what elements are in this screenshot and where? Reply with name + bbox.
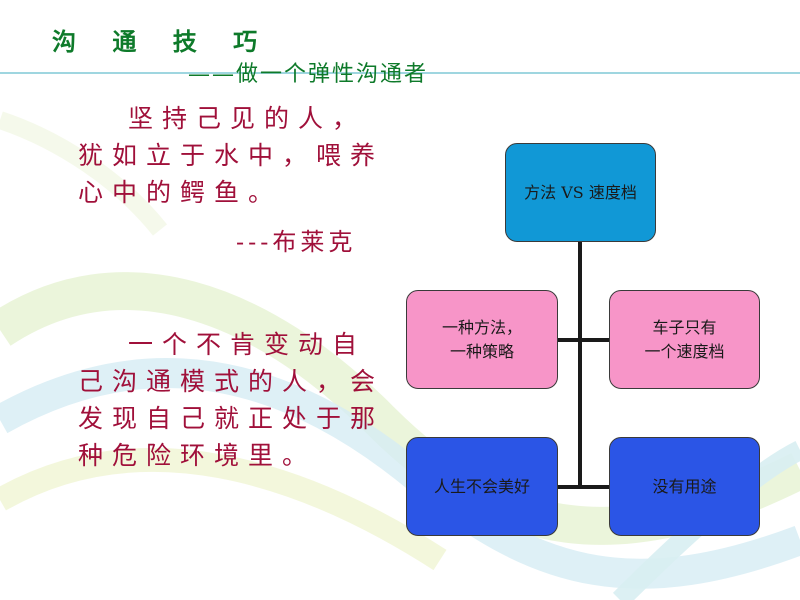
diagram-box-left-1: 一种方法， 一种策略: [406, 290, 558, 389]
diagram-box-left-2: 人生不会美好: [406, 437, 558, 536]
title-divider: [0, 72, 800, 74]
page-subtitle: ——做一个弹性沟通者: [188, 62, 429, 87]
diagram-box-right-2: 没有用途: [609, 437, 760, 536]
quote-text-1: 坚持己见的人，犹如立于水中，喂养心中的鳄鱼。: [78, 104, 385, 207]
diagram-box-right-1: 车子只有 一个速度档: [609, 290, 760, 389]
page-title: 沟 通 技 巧: [52, 27, 272, 56]
quote-text-2: 一个不肯变动自己沟通模式的人，会发现自己就正处于那种危险环境里。: [78, 330, 385, 470]
connector-h2: [558, 485, 609, 489]
quote-author: ---布莱克: [236, 228, 357, 256]
diagram-box-top: 方法 VS 速度档: [505, 143, 656, 242]
connector-vertical: [578, 242, 582, 488]
connector-h1: [558, 338, 609, 342]
